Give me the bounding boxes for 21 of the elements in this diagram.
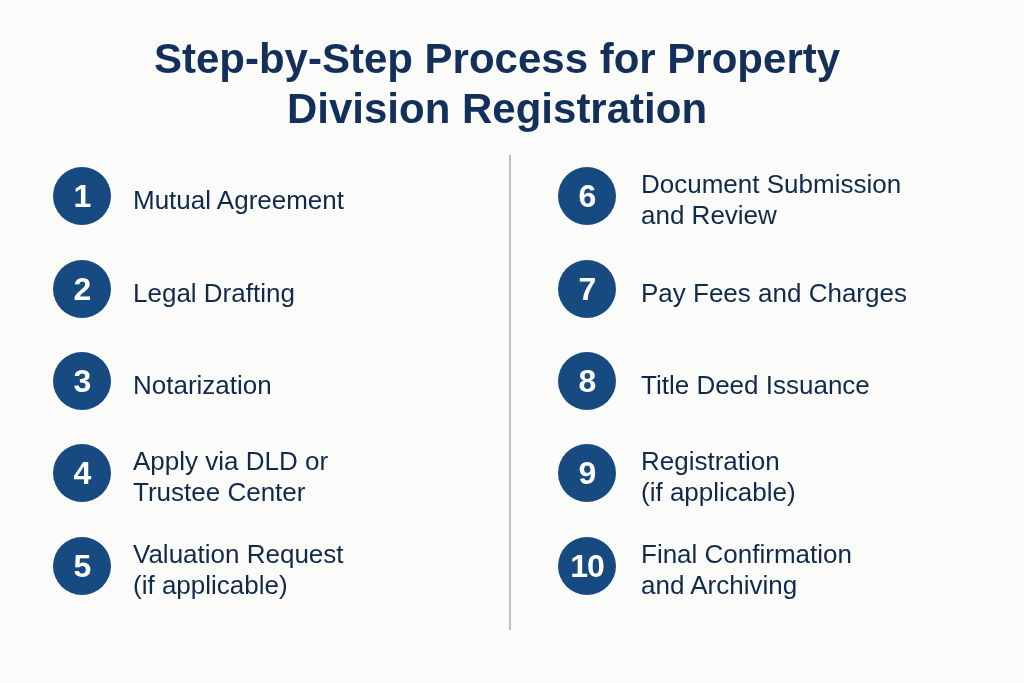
step-number-circle: 8 bbox=[558, 352, 616, 410]
step-number-circle: 3 bbox=[53, 352, 111, 410]
step-number-circle: 6 bbox=[558, 167, 616, 225]
step-label: Valuation Request (if applicable) bbox=[133, 539, 345, 601]
step-number-circle: 1 bbox=[53, 167, 111, 225]
step-label: Document Submission and Review bbox=[641, 169, 903, 231]
step-number-circle: 9 bbox=[558, 444, 616, 502]
step-label: Final Confirmation and Archiving bbox=[641, 539, 853, 601]
title: Step-by-Step Process for Property Division Registration bbox=[152, 34, 842, 134]
step-number-circle: 5 bbox=[53, 537, 111, 595]
step-label: Pay Fees and Charges bbox=[641, 277, 908, 309]
step-label: Apply via DLD or Trustee Center bbox=[133, 446, 330, 508]
step-label: Legal Drafting bbox=[133, 277, 296, 309]
step-label: Notarization bbox=[133, 369, 273, 401]
step-number-circle: 7 bbox=[558, 260, 616, 318]
step-label: Title Deed Issuance bbox=[641, 369, 871, 401]
step-label: Mutual Agreement bbox=[133, 184, 345, 216]
step-label: Registration (if applicable) bbox=[641, 446, 797, 508]
step-number-circle: 10 bbox=[558, 537, 616, 595]
step-number-circle: 2 bbox=[53, 260, 111, 318]
step-number-circle: 4 bbox=[53, 444, 111, 502]
